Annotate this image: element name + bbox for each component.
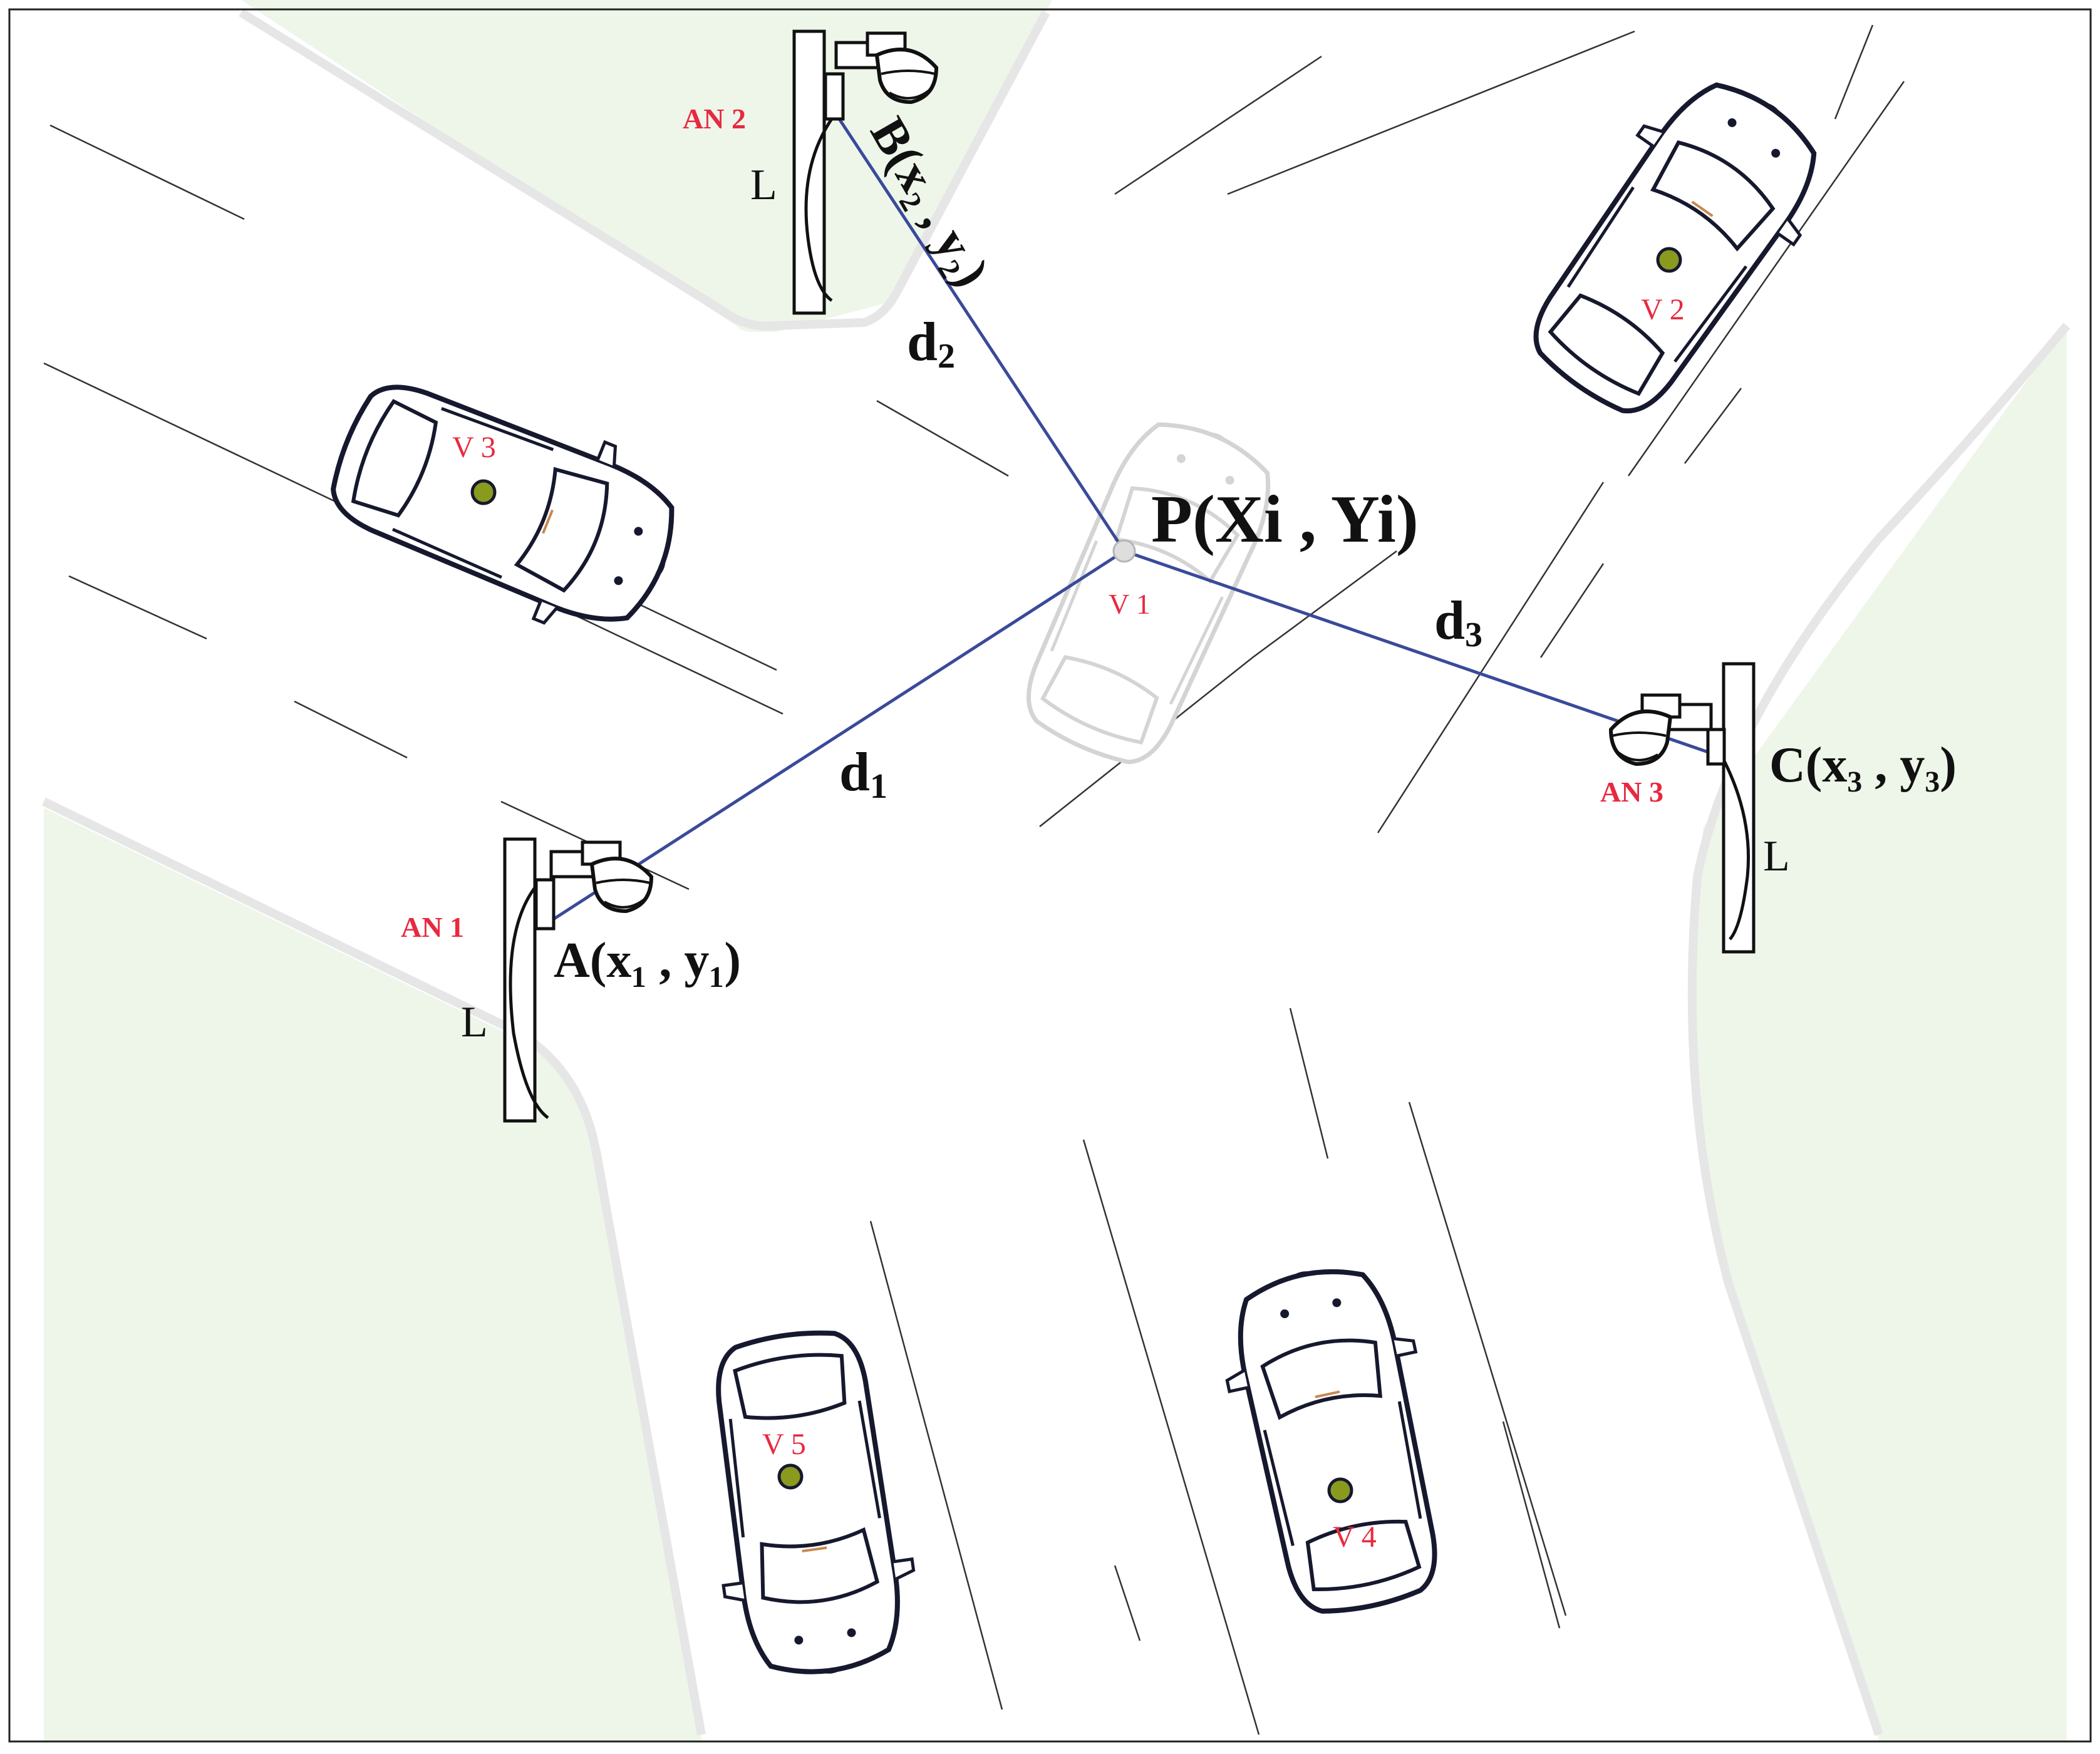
distance-d3-label: d3 [1434,591,1482,654]
vehicle-v2-label: V 2 [1641,293,1685,326]
vehicle-v5 [690,1322,926,1686]
anchor-an2-label: AN 2 [683,103,746,135]
diagram-frame [8,8,2092,1743]
vehicle-v3-dot [470,479,497,505]
vehicle-v3-label: V 3 [452,431,496,464]
target-point [1112,539,1136,563]
vehicle-v4 [1208,1252,1466,1625]
distance-lines [542,118,1710,927]
pole-an3 [1611,662,1756,954]
anchor-an3-label: AN 3 [1600,776,1663,808]
vehicle-v4-dot [1327,1477,1353,1504]
camera-an1-icon [551,842,651,911]
pole-an3-length-label: L [1763,832,1790,880]
line-d3 [1124,549,1710,755]
pole-an1 [503,837,651,1123]
pole-an1-length-label: L [461,998,488,1046]
vehicle-v5-dot [777,1463,804,1490]
target-vehicle-label: V 1 [1109,588,1151,620]
pole-an2 [792,29,936,315]
target-coord: P(Xi , Yi) [1151,482,1419,557]
grass-right [1692,326,2067,1741]
camera-an3-icon [1611,695,1711,764]
vehicle-v2 [1501,52,1853,441]
vehicle-v3 [312,353,700,657]
distance-d1-label: d1 [839,742,887,806]
grass-left [44,808,701,1741]
anchor-an3-coord: C(x₃ , y₃) [1769,738,1957,793]
vehicle-v2-dot [1656,247,1682,273]
pole-an2-length-label: L [750,161,777,209]
line-d2 [837,118,1126,552]
anchor-an1-coord: A(x₁ , y₁) [554,933,741,988]
curb-top-left [239,9,1050,331]
vehicle-v5-label: V 5 [762,1428,806,1461]
anchor-an1-label: AN 1 [401,911,464,943]
distance-d2-label: d2 [907,312,955,376]
line-d1 [542,549,1125,927]
grass-top [241,0,1052,332]
vehicle-v4-label: V 4 [1333,1520,1377,1554]
